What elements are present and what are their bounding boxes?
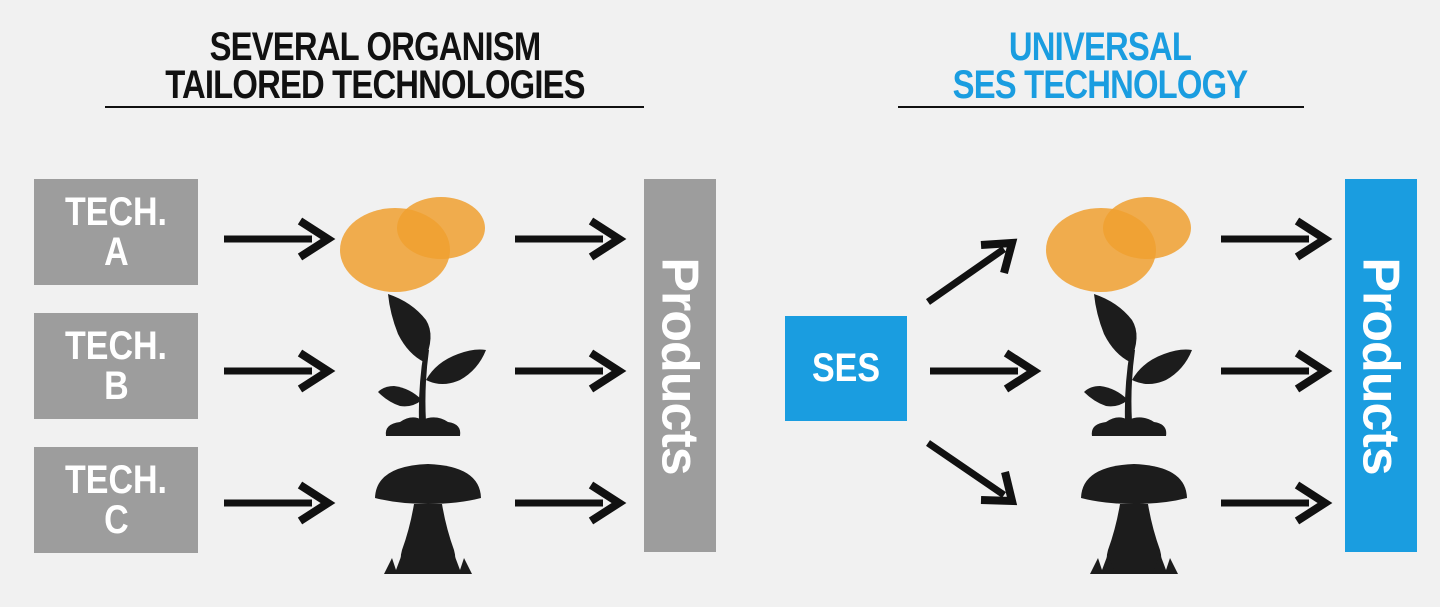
arrow-tech-b xyxy=(224,353,328,389)
right-heading-rule xyxy=(898,106,1304,108)
plant-icon xyxy=(1084,294,1192,436)
arrow-ses-to-plant xyxy=(930,353,1034,389)
tech-c-line1: TECH. xyxy=(65,458,167,502)
left-heading: SEVERAL ORGANISM TAILORED TECHNOLOGIES xyxy=(117,25,634,107)
cells-icon xyxy=(1046,197,1191,292)
tech-a-line1: TECH. xyxy=(65,190,167,234)
right-products-bar: Products xyxy=(1345,179,1417,552)
left-heading-rule xyxy=(105,106,644,108)
right-heading-line1: UNIVERSAL xyxy=(1008,25,1192,69)
left-products-bar: Products xyxy=(644,179,716,552)
arrow-ses-to-mushroom xyxy=(926,440,1018,506)
tech-b-box: TECH. B xyxy=(34,313,198,419)
arrow-tech-c xyxy=(224,485,328,521)
right-heading: UNIVERSAL SES TECHNOLOGY xyxy=(887,25,1313,107)
left-heading-line2: TAILORED TECHNOLOGIES xyxy=(165,63,585,107)
right-heading-line2: SES TECHNOLOGY xyxy=(952,63,1249,107)
arrow-mushroom-to-products xyxy=(515,485,619,521)
ses-box: SES xyxy=(785,316,907,421)
plant-icon xyxy=(378,294,486,436)
tech-b-line2: B xyxy=(103,364,129,408)
arrow-plant-to-products xyxy=(515,353,619,389)
cells-icon xyxy=(340,197,485,292)
mushroom-icon xyxy=(1081,464,1187,574)
ses-label: SES xyxy=(811,346,881,390)
tech-a-box: TECH. A xyxy=(34,179,198,285)
arrow-mushroom-to-products-right xyxy=(1221,485,1325,521)
tech-b-line1: TECH. xyxy=(65,324,167,368)
tech-c-box: TECH. C xyxy=(34,447,198,553)
arrow-tech-a xyxy=(224,221,328,257)
mushroom-icon xyxy=(375,464,481,574)
tech-c-line2: C xyxy=(103,498,129,542)
left-heading-line1: SEVERAL ORGANISM xyxy=(209,25,542,69)
tech-a-line2: A xyxy=(103,230,129,274)
arrow-plant-to-products-right xyxy=(1221,353,1325,389)
arrow-cells-to-products-right xyxy=(1221,221,1325,257)
arrow-cells-to-products xyxy=(515,221,619,257)
arrow-ses-to-cells xyxy=(925,238,1018,305)
